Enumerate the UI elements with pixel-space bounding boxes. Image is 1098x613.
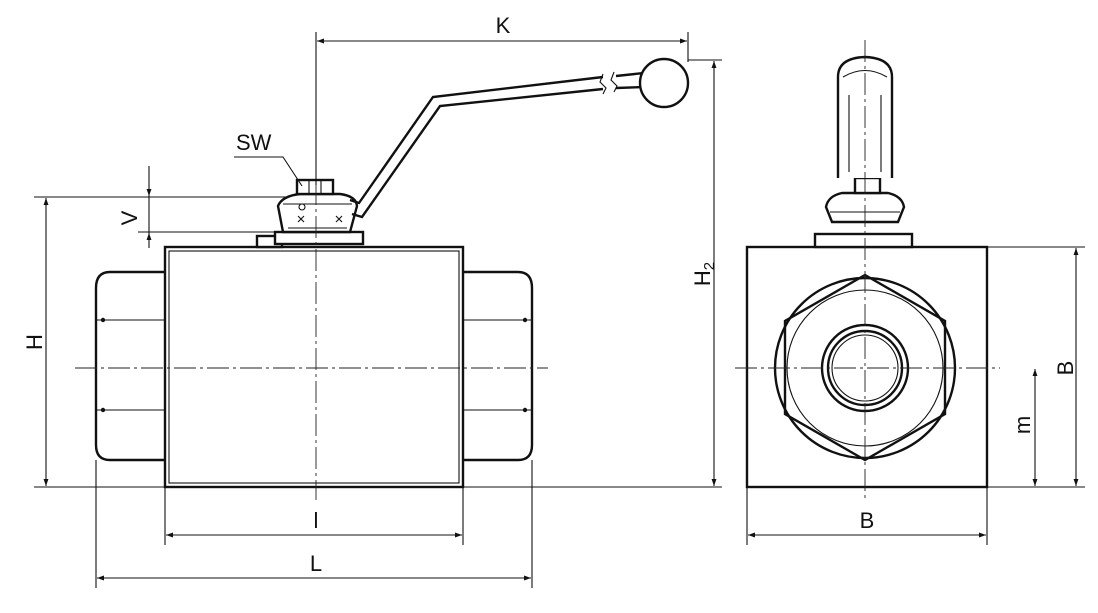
front-view: [75, 57, 690, 500]
lever-handle: [349, 57, 690, 219]
dimension-H: H: [22, 196, 290, 488]
dimension-H2: H2: [463, 59, 722, 488]
stem-assembly: [255, 178, 365, 249]
dimension-SW: SW: [234, 130, 303, 187]
label-L: L: [310, 551, 322, 576]
port-hex: [783, 273, 947, 462]
label-SW: SW: [236, 130, 272, 155]
label-m: m: [1010, 416, 1035, 434]
right-port: [463, 270, 534, 462]
dimension-m: m: [1010, 369, 1038, 486]
label-V: V: [117, 210, 142, 225]
dimension-l: l: [164, 487, 464, 545]
side-body: [745, 245, 989, 489]
label-B-width: B: [860, 508, 875, 533]
dimension-B-width: B: [746, 487, 988, 545]
label-l: l: [314, 508, 319, 533]
left-port: [94, 270, 165, 462]
dimension-B-height: B: [987, 246, 1085, 488]
dimension-L: L: [95, 460, 533, 588]
dimension-K: K: [315, 13, 689, 185]
valve-body: [163, 245, 465, 489]
label-H2: H2: [690, 262, 718, 286]
label-K: K: [496, 13, 511, 38]
label-B-height: B: [1053, 361, 1078, 376]
handle-knob: [638, 57, 690, 109]
side-view: [735, 40, 1000, 500]
label-H: H: [22, 334, 47, 350]
